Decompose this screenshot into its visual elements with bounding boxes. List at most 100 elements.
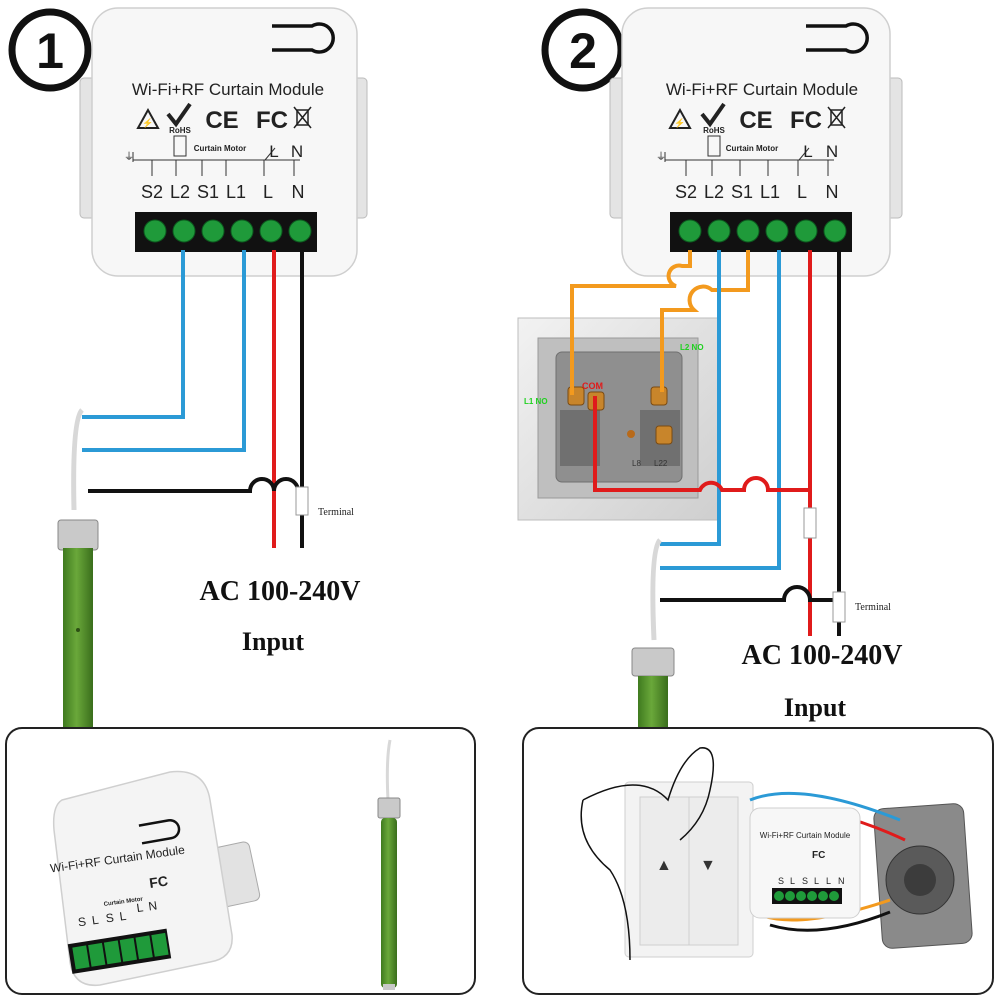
switch-l2-label: L2 NO: [680, 343, 704, 352]
step2-badge: 2: [541, 8, 625, 92]
step2-terminal-label: L2: [704, 182, 724, 202]
step2-wire-orange: [660, 250, 750, 392]
svg-text:RoHS: RoHS: [169, 126, 191, 135]
photo-panel-2: ▲ ▼ Wi-Fi+RF Curtain Module FC S L S L L…: [522, 727, 994, 995]
photo-panel-1: Wi-Fi+RF Curtain Module FC Curtain Motor…: [5, 727, 476, 995]
mounting-hole-icon: [272, 22, 335, 54]
step1-schematic-n: N: [291, 142, 303, 161]
step2-terminal-label: L: [797, 182, 807, 202]
photo1-terminal-label: L: [136, 900, 145, 915]
step2-terminal-connector: [832, 591, 846, 623]
step1-module: Wi-Fi+RF Curtain Module ⚡ RoHS CE FC ⏚ C…: [79, 7, 368, 277]
step1-terminal-label: S1: [197, 182, 219, 202]
step2-terminal-text: Terminal: [855, 602, 891, 613]
switch-com-label: COM: [582, 381, 603, 391]
switch-screw-icon: [655, 425, 673, 445]
photo1-terminal-label: L: [119, 909, 128, 924]
step2-schematic: [664, 135, 834, 176]
step1-input: Input: [242, 627, 304, 656]
step2-number: 2: [569, 23, 597, 79]
photo2-terminal-label: N: [838, 876, 845, 886]
step2-motor-label: Curtain Motor: [726, 144, 778, 153]
step2-terminal-label: L1: [760, 182, 780, 202]
fc-mark-icon: FC: [790, 107, 822, 134]
photo1-terminal-label: L: [91, 913, 100, 928]
step1-voltage: AC 100-240V: [200, 576, 361, 607]
photo1-motor-label: Curtain Motor: [103, 896, 143, 908]
step2-wire-black: [660, 585, 839, 602]
hand-icon: [580, 747, 715, 961]
switch-l1-label: L1 NO: [524, 397, 548, 406]
danger-icon: ⚡: [136, 107, 160, 129]
step2-terminal-block: [678, 219, 847, 243]
step1-terminal-label: L: [263, 182, 273, 202]
step2-wire-orange: [570, 250, 692, 395]
step1-terminal-label: N: [292, 182, 305, 202]
step1-badge: 1: [8, 8, 92, 92]
switch-l8-label: L8: [632, 459, 641, 468]
step1-terminal-block: [143, 219, 312, 243]
ce-mark-icon: CE: [205, 107, 238, 134]
rohs-icon: RoHS: [166, 102, 192, 135]
step2-schematic-l: L: [803, 142, 812, 161]
svg-text:⚡: ⚡: [142, 117, 153, 129]
step2-terminal-label: S2: [675, 182, 697, 202]
mounting-hole-icon: [138, 819, 181, 845]
fc-mark-icon: FC: [812, 850, 825, 861]
step2-terminal-label: S1: [731, 182, 753, 202]
step1-motor: [57, 408, 99, 728]
photo1-terminal-label: N: [148, 898, 159, 913]
step1-wires: [82, 250, 304, 548]
step1-schematic: [132, 135, 300, 176]
step1-wire-blue: [82, 250, 185, 419]
step2-module: Wi-Fi+RF Curtain Module ⚡ RoHS CE FC ⏚ C…: [609, 7, 903, 277]
photo1-terminal-label: S: [77, 914, 87, 929]
step1-motor-label: Curtain Motor: [194, 144, 246, 153]
step1-terminal-label: S2: [141, 182, 163, 202]
photo1-motor: [377, 739, 401, 990]
step1-module-title: Wi-Fi+RF Curtain Module: [132, 80, 324, 99]
step2-voltage: AC 100-240V: [742, 640, 903, 671]
fc-mark-icon: FC: [256, 107, 288, 134]
photo1-terminal-block: [67, 928, 172, 974]
ground-icon: ⏚: [656, 151, 666, 163]
photo2-terminal-label: S: [778, 876, 784, 886]
step1-terminal-label: L2: [170, 182, 190, 202]
step2-wires: [570, 250, 841, 636]
switch-l22-label: L22: [654, 459, 668, 468]
step1-terminal-text: Terminal: [318, 507, 354, 518]
svg-text:RoHS: RoHS: [703, 126, 725, 135]
step1-wire-blue: [82, 250, 246, 452]
step2-schematic-n: N: [826, 142, 838, 161]
down-arrow-icon: ▼: [700, 857, 716, 874]
step2-input: Input: [784, 693, 846, 722]
rohs-icon: RoHS: [700, 102, 726, 135]
ce-mark-icon: CE: [739, 107, 772, 134]
step2-motor: [631, 538, 675, 728]
ground-icon: ⏚: [124, 151, 134, 163]
mounting-hole-icon: [806, 22, 869, 54]
switch-screw-icon: [650, 386, 668, 406]
step1-number: 1: [36, 23, 64, 79]
step2-module-title: Wi-Fi+RF Curtain Module: [666, 80, 858, 99]
photo2-terminal-label: S: [802, 876, 808, 886]
photo2-module-title: Wi-Fi+RF Curtain Module: [760, 831, 851, 840]
step1-terminal-label: L1: [226, 182, 246, 202]
step2-connector: [803, 507, 817, 539]
step2-wire-blue: [660, 250, 781, 570]
wall-switch-plate: L1 NO L2 NO COM L8 L22: [517, 317, 719, 521]
photo1-terminal-label: S: [105, 911, 115, 926]
step2-wire-red: [593, 396, 810, 492]
step2-wire-blue: [660, 250, 721, 546]
step1-terminal-connector: [295, 486, 309, 516]
svg-text:⚡: ⚡: [674, 117, 685, 129]
step2-terminal-label: N: [826, 182, 839, 202]
danger-icon: ⚡: [668, 107, 692, 129]
photo2-terminal-label: L: [790, 876, 795, 886]
fc-mark-icon: FC: [148, 873, 169, 891]
weee-bin-icon: [827, 106, 846, 129]
step1-schematic-l: L: [269, 142, 278, 161]
photo2-terminal-label: L: [826, 876, 831, 886]
weee-bin-icon: [293, 106, 312, 129]
